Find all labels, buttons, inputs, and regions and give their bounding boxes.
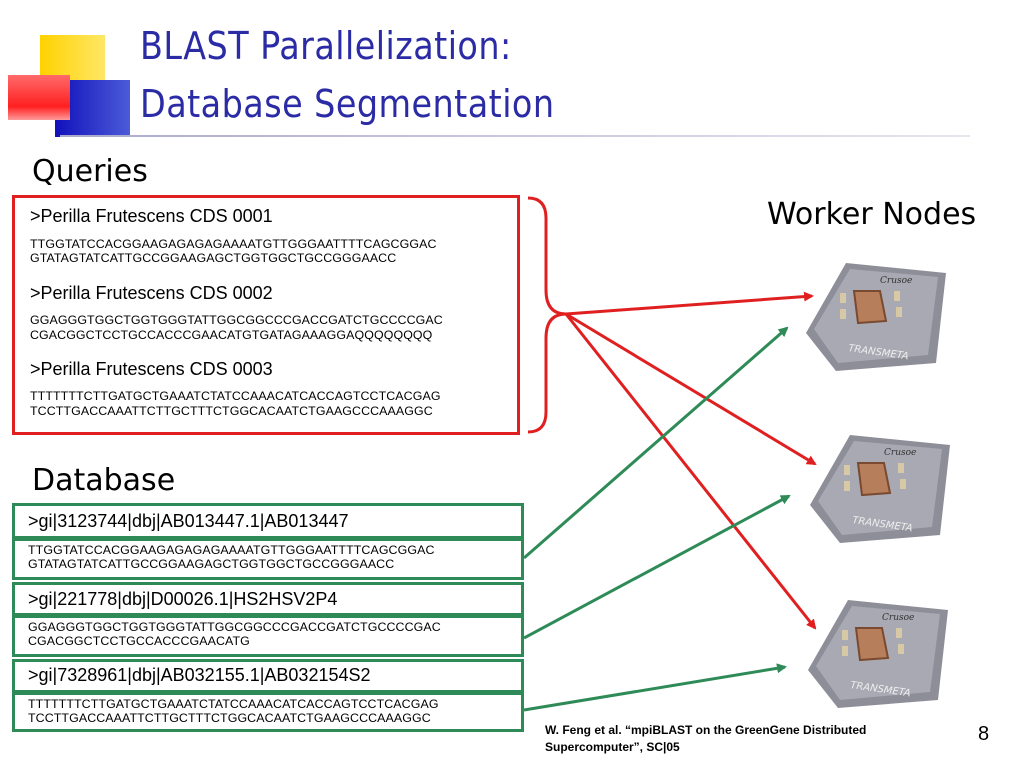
query-brace (527, 196, 567, 434)
queries-box (12, 195, 520, 435)
slide-title-line2: Database Segmentation (140, 82, 555, 126)
database-sequence-line: TCCTTGACCAAATTCTTGCTTTCTGGCACAATCTGAAGCC… (28, 711, 431, 725)
database-sequence-line: GGAGGGTGGCTGGTGGGTATTGGCGGCCCGACCGATCTGC… (28, 620, 441, 634)
worker-node-chip: Crusoe TRANSMETA (808, 600, 948, 708)
database-entry-header: >gi|221778|dbj|D00026.1|HS2HSV2P4 (28, 589, 338, 609)
title-underline (60, 135, 970, 137)
database-sequence-box (12, 615, 524, 657)
database-sequence-line: TTGGTATCCACGGAAGAGAGAGAAAATGTTGGGAATTTTC… (28, 543, 435, 557)
svg-text:Crusoe: Crusoe (882, 613, 914, 623)
page-number: 8 (978, 723, 990, 745)
queries-label: Queries (32, 154, 148, 189)
citation-line: Supercomputer”, SC|05 (545, 740, 680, 754)
database-sequence-line: CGACGGCTCCTGCCACCCGAACATG (28, 634, 250, 648)
database-sequence-line: TTTTTTTCTTGATGCTGAAATCTATCCAAACATCACCAGT… (28, 697, 439, 711)
citation-line: W. Feng et al. “mpiBLAST on the GreenGen… (545, 723, 867, 737)
query-sequence-line: TCCTTGACCAAATTCTTGCTTTCTGGCACAATCTGAAGCC… (30, 404, 433, 418)
query-header: >Perilla Frutescens CDS 0003 (30, 359, 273, 379)
query-sequence-line: GTATAGTATCATTGCCGGAAGAGCTGGTGGCTGCCGGGAA… (30, 251, 397, 265)
query-sequence-line: TTTTTTTCTTGATGCTGAAATCTATCCAAACATCACCAGT… (30, 389, 441, 403)
query-header: >Perilla Frutescens CDS 0002 (30, 283, 273, 303)
database-header-box (12, 582, 524, 616)
query-arrow-node2 (565, 312, 817, 466)
db-arrow-node2 (523, 494, 791, 640)
database-label: Database (32, 463, 176, 498)
query-arrow-node3 (564, 313, 817, 630)
deco-red-square (8, 75, 70, 120)
database-entry-header: >gi|7328961|dbj|AB032155.1|AB032154S2 (28, 665, 371, 685)
svg-text:Crusoe: Crusoe (884, 448, 916, 458)
worker-node-chip: Crusoe TRANSMETA (806, 263, 946, 371)
query-sequence-line: TTGGTATCCACGGAAGAGAGAGAAAATGTTGGGAATTTTC… (30, 237, 437, 251)
query-header: >Perilla Frutescens CDS 0001 (30, 206, 273, 226)
database-sequence-box (12, 692, 524, 732)
query-sequence-line: GGAGGGTGGCTGGTGGGTATTGGCGGCCCGACCGATCTGC… (30, 313, 443, 327)
slide-title-line1: BLAST Parallelization: (140, 24, 512, 68)
db-arrow-node3 (523, 663, 787, 712)
citation: W. Feng et al. “mpiBLAST on the GreenGen… (545, 722, 866, 756)
database-sequence-line: GTATAGTATCATTGCCGGAAGAGCTGGTGGCTGCCGGGAA… (28, 557, 395, 571)
query-sequence-line: CGACGGCTCCTGCCACCCGAACATGTGATAGAAAGGAQQQ… (30, 328, 433, 342)
db-arrow-node1 (523, 326, 789, 560)
database-sequence-box (12, 538, 524, 580)
database-header-box (12, 659, 524, 693)
worker-node-chip: Crusoe TRANSMETA (810, 435, 950, 543)
database-entry-header: >gi|3123744|dbj|AB013447.1|AB013447 (28, 511, 349, 531)
corner-decoration (0, 0, 140, 150)
svg-text:Crusoe: Crusoe (880, 276, 912, 286)
query-arrow-node1 (565, 291, 814, 316)
worker-nodes-label: Worker Nodes (767, 197, 977, 232)
database-header-box (12, 503, 524, 539)
